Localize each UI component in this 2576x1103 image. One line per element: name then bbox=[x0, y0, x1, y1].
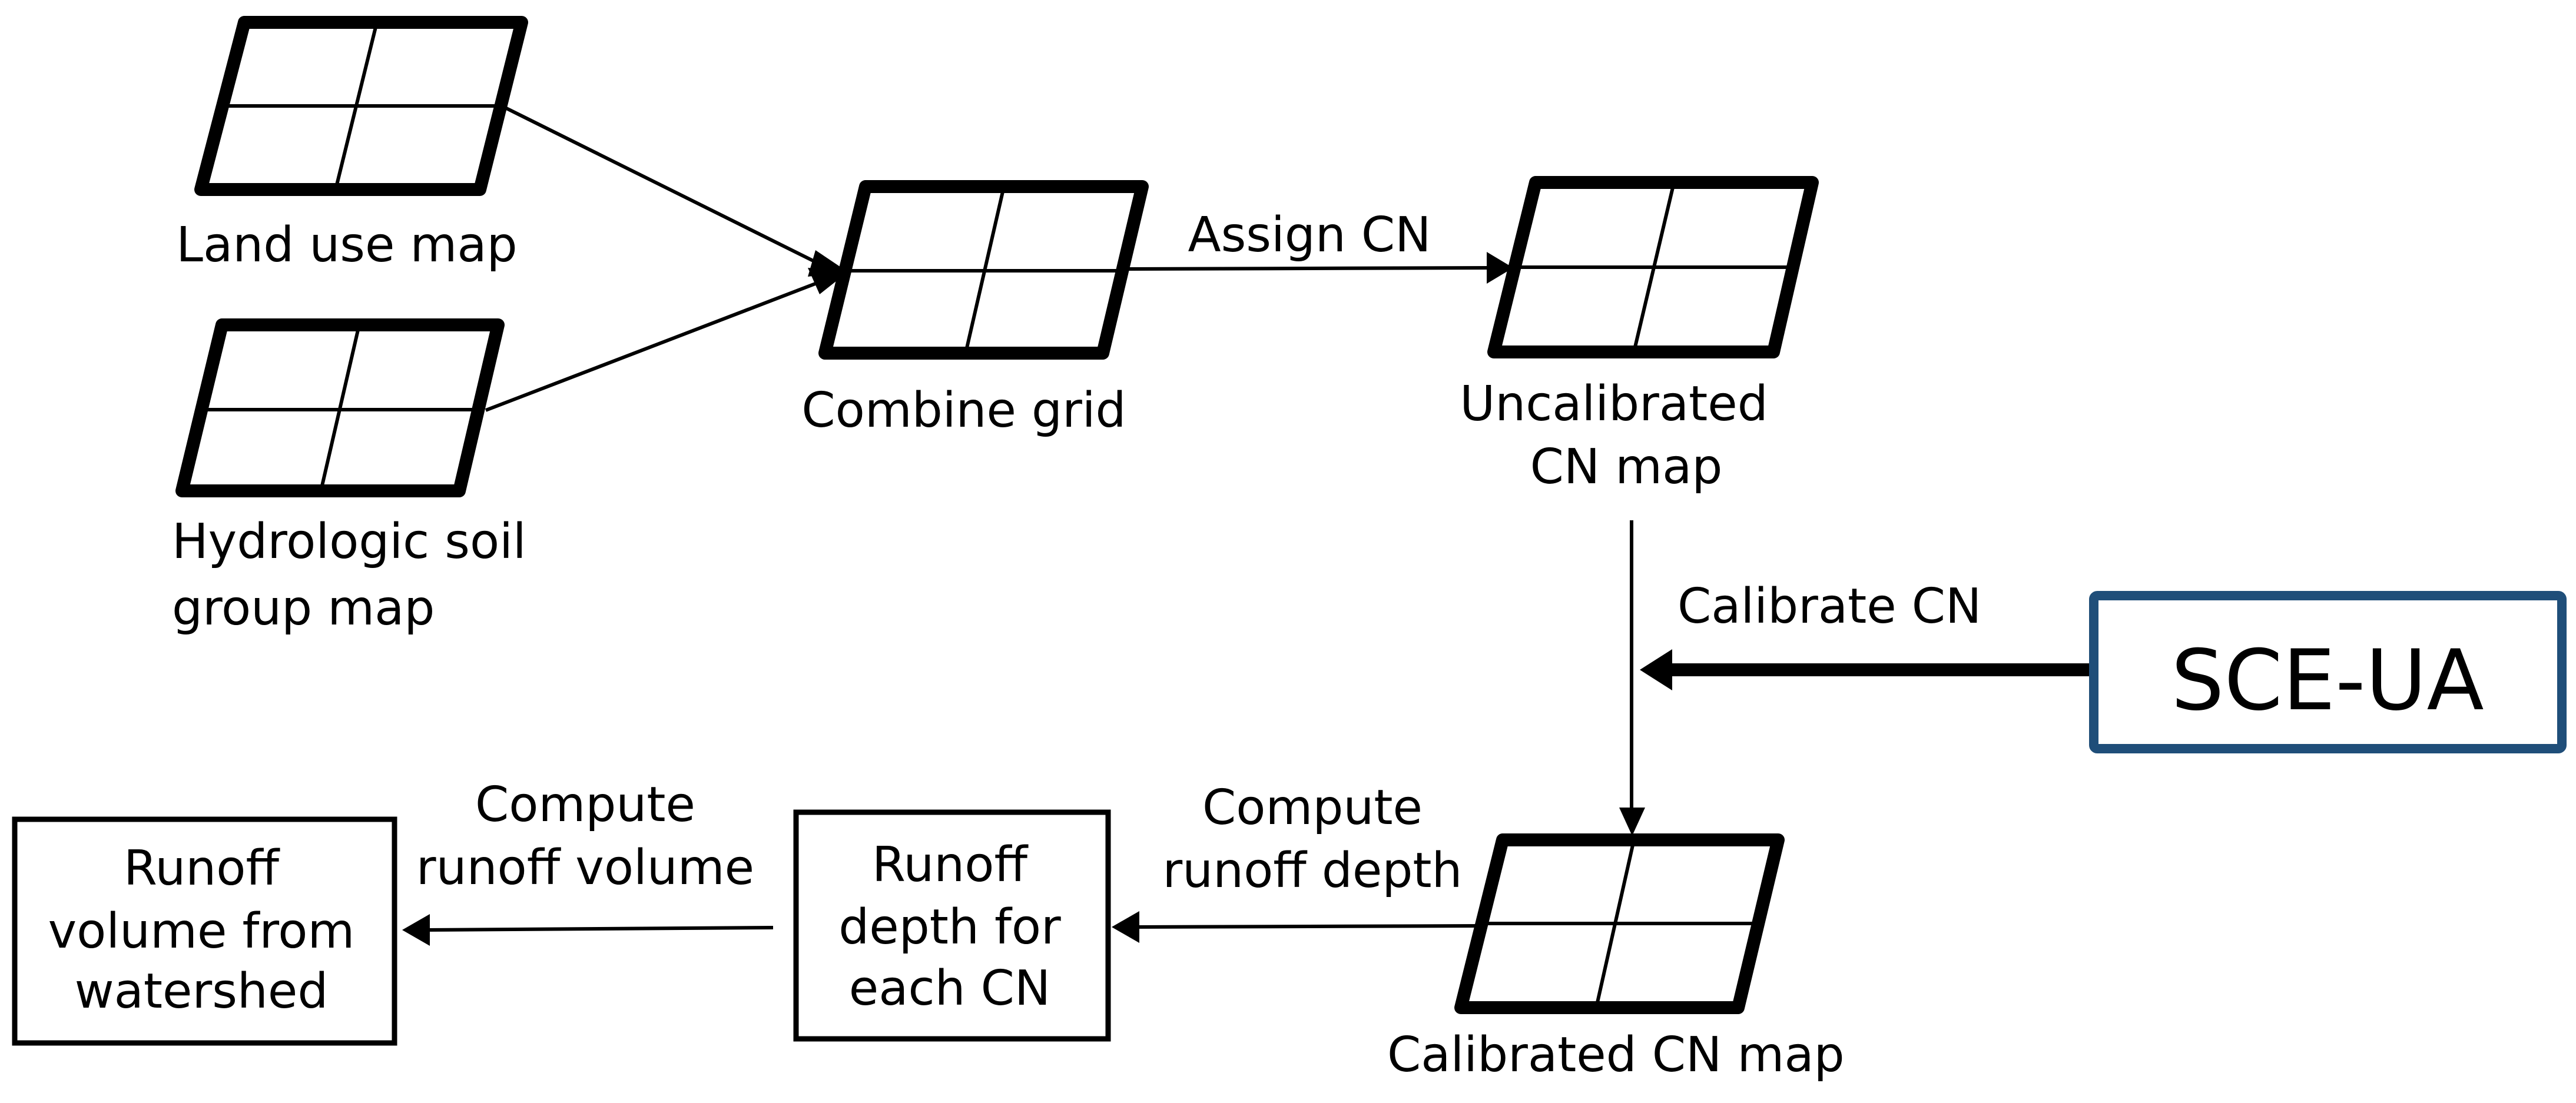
node-label: SCE-UA bbox=[2171, 632, 2484, 729]
node-runoff-depth[interactable]: Runoff depth for each CN bbox=[793, 809, 1111, 1042]
node-label: Runoff bbox=[872, 837, 1029, 893]
arrowhead-icon bbox=[1619, 808, 1645, 836]
connector-soil-to-combine bbox=[485, 268, 848, 412]
grid-line bbox=[1632, 182, 1676, 353]
edge-label-assign-cn: Assign CN bbox=[1188, 207, 1431, 263]
connector-line bbox=[485, 280, 823, 412]
connector-line bbox=[498, 103, 823, 267]
node-label: CN map bbox=[1530, 439, 1723, 495]
grid-line bbox=[1594, 839, 1636, 1008]
edge-label-compute-depth-2: runoff depth bbox=[1162, 843, 1462, 899]
connector-calibrate-cn: Calibrate CN bbox=[1619, 520, 1981, 836]
connector-sce-ua-feed bbox=[1640, 649, 2094, 690]
node-label: depth for bbox=[838, 899, 1061, 955]
connector-line bbox=[1133, 924, 1481, 929]
node-label: Calibrated CN map bbox=[1387, 1027, 1845, 1083]
edge-label-compute-depth-1: Compute bbox=[1202, 780, 1423, 836]
edge-label-calibrate-cn: Calibrate CN bbox=[1677, 579, 1981, 634]
node-label: group map bbox=[172, 580, 435, 636]
optimizer-box bbox=[2089, 591, 2567, 753]
arrowhead-icon bbox=[1112, 911, 1139, 943]
node-soil-group-map[interactable]: Hydrologic soil group map bbox=[172, 318, 526, 636]
process-box bbox=[793, 809, 1111, 1042]
grid-line bbox=[334, 22, 379, 190]
node-label: volume from bbox=[48, 903, 355, 959]
arrowhead-icon bbox=[1487, 252, 1513, 284]
node-label: each CN bbox=[849, 961, 1050, 1016]
connector-assign-cn: Assign CN bbox=[1126, 207, 1513, 284]
process-box bbox=[12, 816, 397, 1046]
connector-line bbox=[423, 926, 774, 932]
connector-compute-volume: Compute runoff volume bbox=[402, 777, 774, 946]
connector-line bbox=[1126, 266, 1490, 271]
edge-label-compute-volume-1: Compute bbox=[475, 777, 695, 833]
node-label: Runoff bbox=[124, 840, 280, 896]
node-combine-grid[interactable]: Combine grid bbox=[801, 180, 1149, 438]
node-label: Land use map bbox=[176, 217, 517, 273]
node-calibrated-cn-map[interactable]: Calibrated CN map bbox=[1387, 833, 1845, 1083]
node-label: Hydrologic soil bbox=[172, 514, 526, 570]
node-runoff-volume[interactable]: Runoff volume from watershed bbox=[12, 816, 397, 1046]
connector-land-use-to-combine bbox=[498, 103, 848, 277]
grid-line bbox=[319, 324, 361, 491]
node-uncalibrated-cn-map[interactable]: Uncalibrated CN map bbox=[1460, 176, 1819, 495]
grid-line bbox=[964, 186, 1006, 354]
node-sce-ua[interactable]: SCE-UA bbox=[2089, 591, 2567, 753]
node-land-use-map[interactable]: Land use map bbox=[176, 16, 528, 273]
arrowhead-icon bbox=[1640, 649, 1672, 690]
edge-label-compute-volume-2: runoff volume bbox=[416, 840, 754, 896]
connector-compute-depth: Compute runoff depth bbox=[1112, 780, 1481, 943]
node-label: Combine grid bbox=[801, 383, 1126, 438]
node-label: Uncalibrated bbox=[1460, 376, 1768, 432]
arrowhead-icon bbox=[402, 914, 430, 946]
node-label: watershed bbox=[75, 964, 329, 1019]
